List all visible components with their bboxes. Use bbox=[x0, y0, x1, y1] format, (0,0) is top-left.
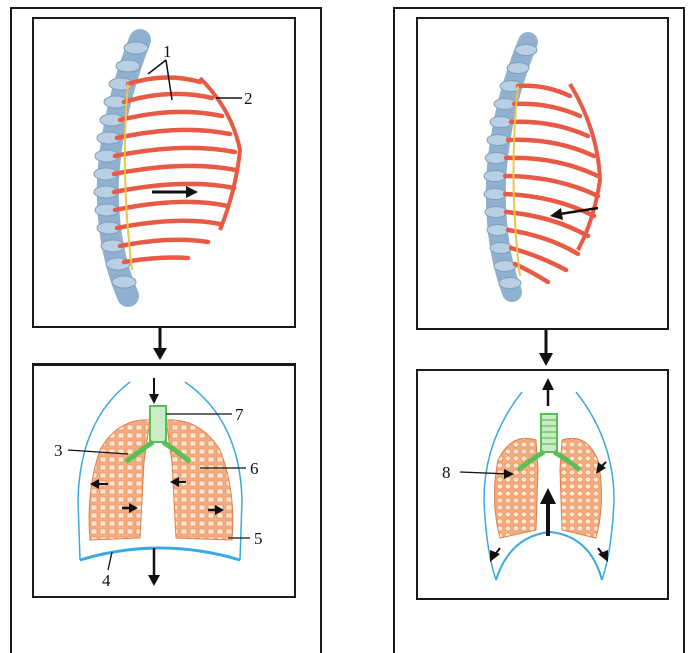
right-lung-left-lobe bbox=[494, 438, 538, 538]
right-rib-cage bbox=[484, 42, 600, 292]
left-rib-cage: 1 2 bbox=[94, 40, 253, 296]
label-6: 6 bbox=[250, 459, 259, 478]
label-5: 5 bbox=[254, 529, 263, 548]
right-lung-right-lobe bbox=[560, 438, 602, 538]
label-2: 2 bbox=[244, 89, 253, 108]
label-1: 1 bbox=[163, 42, 172, 61]
left-diaphragm bbox=[80, 548, 240, 560]
left-lungs: 7 3 6 5 4 bbox=[54, 378, 263, 590]
label-3: 3 bbox=[54, 441, 63, 460]
label-4: 4 bbox=[102, 571, 111, 590]
right-diaphragm bbox=[496, 532, 602, 580]
right-lungs: 8 bbox=[442, 378, 614, 580]
label-8: 8 bbox=[442, 463, 451, 482]
label-7: 7 bbox=[235, 405, 244, 424]
